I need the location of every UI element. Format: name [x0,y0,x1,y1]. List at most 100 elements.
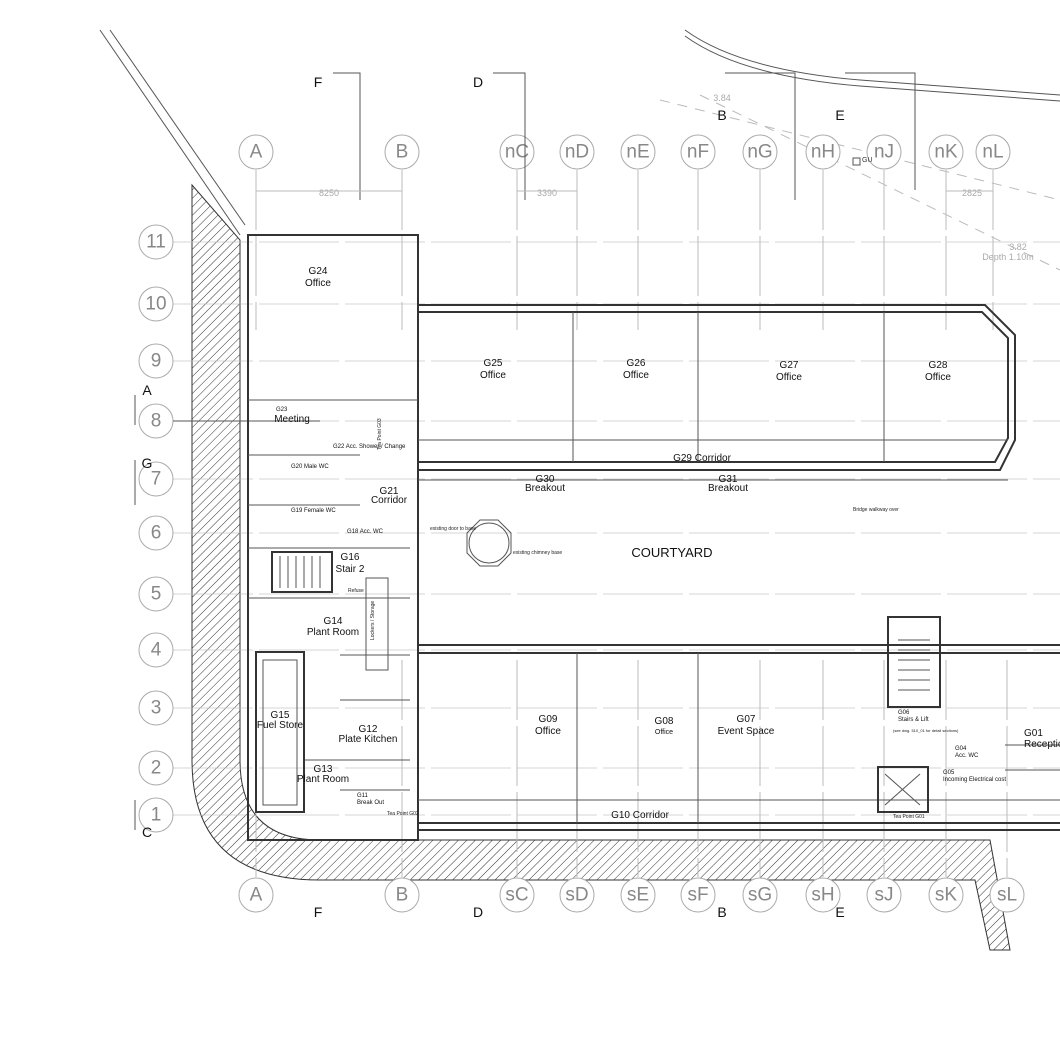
room-g20: G20 Male WC [291,464,329,470]
grid-row-7-label: 7 [151,469,162,490]
grid-bottom-sG-label: sG [748,885,772,906]
grid-bottom-sJ: sJ [866,877,902,913]
grid-top-nK: nK [928,134,964,170]
grid-bottom-sE-label: sE [627,885,649,906]
grid-top-B: B [384,134,420,170]
grid-top-nF-label: nF [687,142,709,163]
grid-lines [173,170,1060,877]
grid-row-3: 3 [138,690,174,726]
grid-row-10: 10 [138,286,174,322]
grid-top-B-label: B [396,142,409,163]
level-384: 3.84 [713,93,731,103]
grid-row-9: 9 [138,343,174,379]
room-g19: G19 Female WC [291,508,336,514]
grid-top-nG: nG [742,134,778,170]
grid-top-nE-label: nE [626,142,649,163]
section-top-d: D [473,74,483,90]
grid-bottom-sC-label: sC [505,885,528,906]
building-walls [247,234,1060,841]
section-left-c: C [142,824,152,840]
grid-top-nL-label: nL [982,142,1003,163]
dim-2825: 2825 [962,188,982,198]
depth-label: Depth 1.10m [982,252,1034,262]
grid-top-nF: nF [680,134,716,170]
grid-row-11-label: 11 [146,232,166,253]
grid-top-nC-label: nC [505,142,529,163]
grid-top-nD-label: nD [565,142,589,163]
grid-row-3-label: 3 [151,698,162,719]
grid-bottom-sD: sD [559,877,595,913]
grid-row-9-label: 9 [151,351,162,372]
grid-row-4: 4 [138,632,174,668]
grid-row-1-label: 1 [151,805,162,826]
grid-top-nK-label: nK [934,142,958,163]
section-bottom-f: F [314,904,323,920]
grid-row-2-label: 2 [151,758,162,779]
grid-row-7: 7 [138,461,174,497]
grid-top-A-label: A [250,142,263,163]
grid-top-nJ: nJ [866,134,902,170]
section-top-b: B [717,107,726,123]
grid-row-11: 11 [138,224,174,260]
retaining-wall [191,183,1011,951]
section-bottom-d: D [473,904,483,920]
grid-bottom-sH-label: sH [811,885,834,906]
grid-bottom-sL: sL [989,877,1025,913]
grid-bottom-sK-label: sK [935,885,958,906]
courtyard-label: COURTYARD [631,545,712,560]
grid-bottom-B-label: B [396,885,409,906]
grid-row-6-label: 6 [151,523,162,544]
section-bottom-b: B [717,904,726,920]
room-g23-name: Meeting [274,414,310,425]
grid-bottom-B: B [384,877,420,913]
grid-row-5-label: 5 [151,584,162,605]
section-left-g: G [142,455,153,471]
grid-bottom-sD-label: sD [565,885,588,906]
dimensions: 8250 3390 2825 3.84 3.82 Depth 1.10m GU [256,93,1034,262]
grid-top-nG-label: nG [747,142,772,163]
grid-top-nE: nE [620,134,656,170]
note-refuse: Refuse [348,588,364,594]
section-bottom-e: E [835,904,844,920]
note-see-dwg: (see dwg. 510_01 for detail sections) [893,728,959,733]
room-g29: G29 Corridor [673,453,731,464]
grid-top-nH: nH [805,134,841,170]
grid-row-8-label: 8 [151,411,162,432]
grid-row-6: 6 [138,515,174,551]
grid-top-nH-label: nH [811,142,835,163]
grid-row-10-label: 10 [145,294,166,315]
note-chimney-base: existing chimney base [513,550,562,556]
grid-bottom-A-label: A [250,885,263,906]
room-g18: G18 Acc. WC [347,529,384,535]
grid-top-nJ-label: nJ [874,142,894,163]
grid-bottom-sF: sF [680,877,716,913]
grid-top-nD: nD [559,134,595,170]
grid-row-1: 1 [138,797,174,833]
room-g23-id: G23 [276,407,288,413]
note-tea-point-g02: Tea Point G02 [387,811,419,817]
room-g10: G10 Corridor [611,810,669,821]
section-left-a: A [142,382,152,398]
section-markers: F D B E F D B E A G C [134,72,916,920]
note-tea-point-g01: Tea Point G01 [893,814,925,820]
notes: existing door to base existing chimney b… [348,418,959,820]
grid-bottom-sJ-label: sJ [875,885,894,906]
grid-top-A: A [238,134,274,170]
